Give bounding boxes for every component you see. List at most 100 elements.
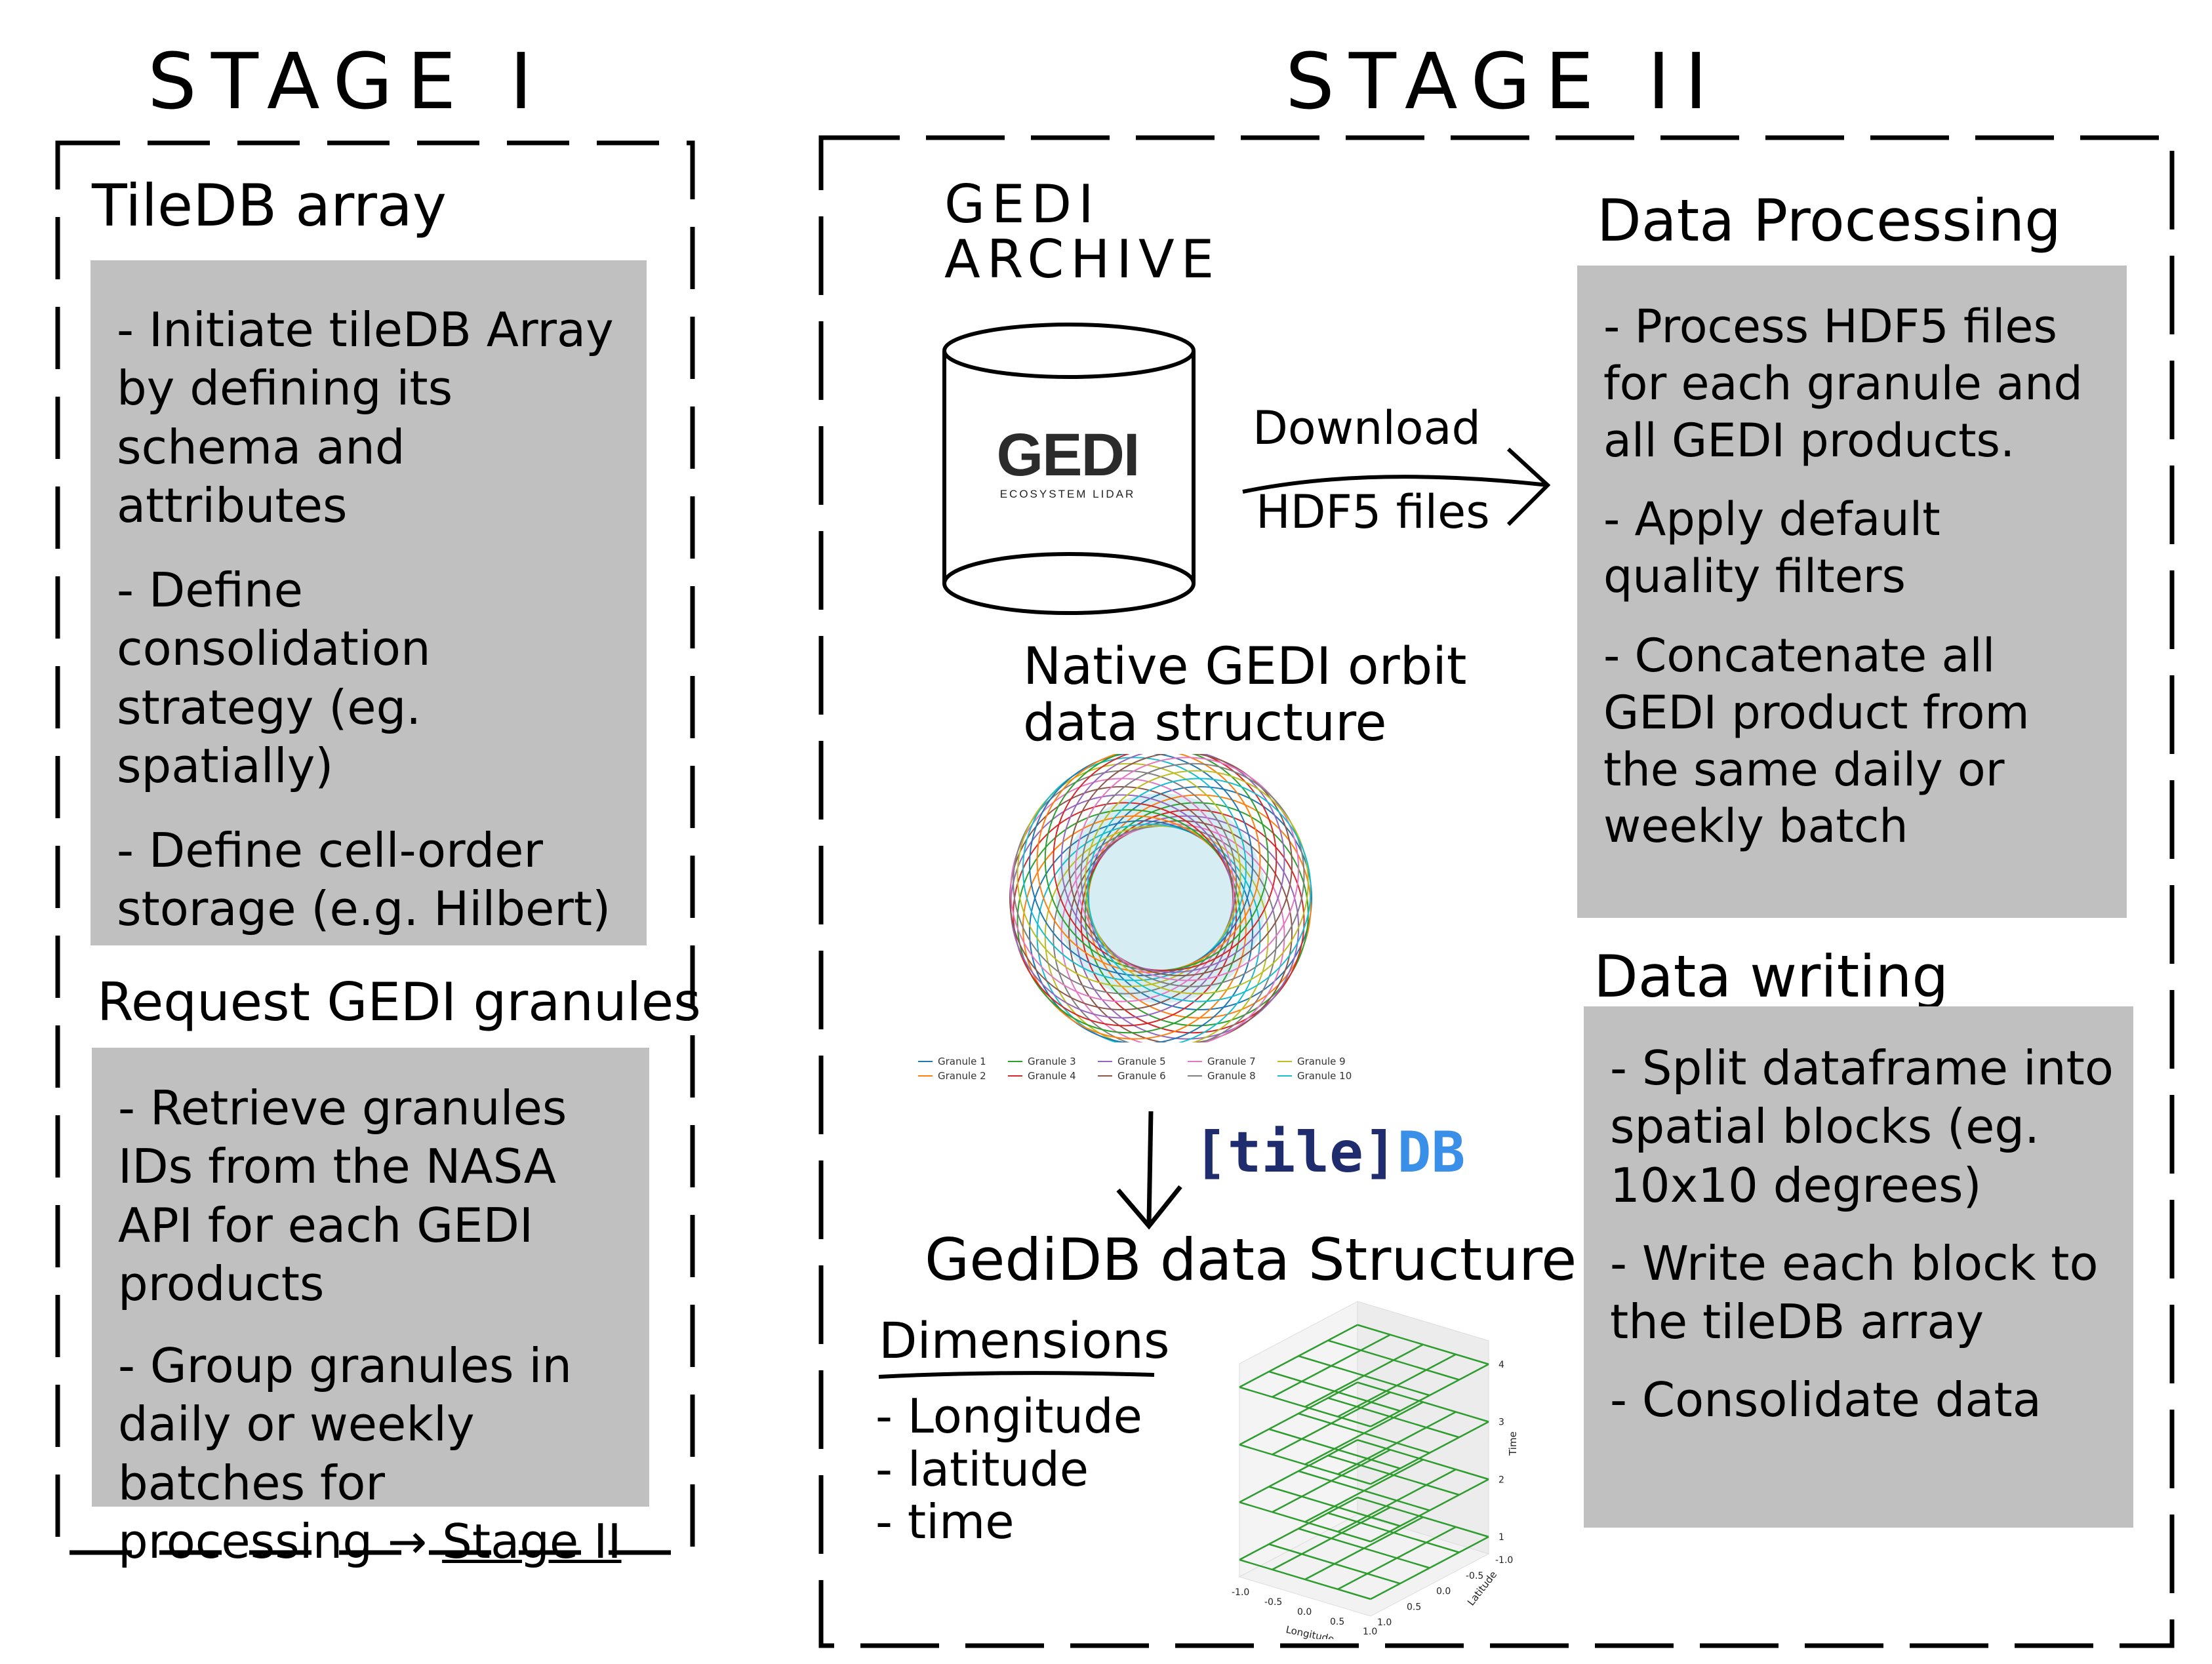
archive-label-line2: ARCHIVE <box>944 229 1221 290</box>
orbit-ring <box>1075 757 1300 981</box>
legend-label: Granule 7 <box>1207 1056 1256 1067</box>
grid-line <box>1337 1469 1457 1533</box>
legend-label: Granule 9 <box>1297 1056 1346 1067</box>
x-tick-label: 0.5 <box>1330 1617 1344 1627</box>
legend-item: Granule 4 <box>1008 1070 1098 1082</box>
legend-label: Granule 5 <box>1117 1056 1166 1067</box>
native-structure-line2: data structure <box>1023 693 1387 753</box>
native-structure-line1: Native GEDI orbit <box>1023 637 1467 696</box>
legend-item: Granule 9 <box>1277 1056 1367 1067</box>
tiledb-logo-part1: [tile] <box>1194 1120 1398 1185</box>
native-structure-label: Native GEDI orbit data structure <box>1023 639 1466 752</box>
grid-line <box>1370 1478 1489 1543</box>
grid-line <box>1357 1324 1489 1365</box>
legend-label: Granule 10 <box>1297 1070 1352 1082</box>
grid-line <box>1357 1439 1489 1480</box>
archive-label-line1: GEDI <box>944 174 1100 235</box>
dimension-time: - time <box>875 1494 1015 1550</box>
request-granules-panel: - Retrieve granules IDs from the NASA AP… <box>92 1048 649 1569</box>
grid-line <box>1298 1528 1430 1569</box>
gedi-logo-text: GEDI <box>996 422 1140 488</box>
tiledb-array-item-1: - Initiate tileDB Array by defining its … <box>117 302 614 533</box>
legend-swatch <box>1008 1061 1022 1062</box>
legend-label: Granule 4 <box>1028 1070 1076 1082</box>
y-tick-label: 0.0 <box>1436 1587 1451 1597</box>
grid-line <box>1370 1421 1489 1485</box>
tiledb-array-heading: TileDB array <box>92 172 447 239</box>
z-axis-label: Time <box>1507 1431 1519 1456</box>
x-tick-label: 1.0 <box>1363 1627 1377 1637</box>
data-writing-item-1: - Split dataframe into spatial blocks (e… <box>1610 1040 2114 1213</box>
data-writing-item-2: - Write each block to the tileDB array <box>1610 1235 2099 1350</box>
grid-line <box>1370 1535 1489 1600</box>
x-tick-label: 0.0 <box>1297 1607 1312 1617</box>
y-tick-label: 0.5 <box>1407 1602 1421 1612</box>
legend-label: Granule 6 <box>1117 1070 1166 1082</box>
legend-swatch <box>1277 1075 1292 1077</box>
legend-label: Granule 8 <box>1207 1070 1256 1082</box>
hdf5-files-label: HDF5 files <box>1256 485 1490 539</box>
grid-line <box>1327 1339 1460 1381</box>
orbit-ring <box>1060 823 1285 1042</box>
legend-item: Granule 7 <box>1188 1056 1277 1067</box>
arrow-right-icon: → <box>387 1513 428 1569</box>
orbit-ring <box>1053 754 1277 972</box>
orbit-ring <box>1013 770 1237 995</box>
request-granules-item-1: - Retrieve granules IDs from the NASA AP… <box>118 1080 567 1311</box>
dimension-longitude: - Longitude <box>875 1389 1142 1444</box>
legend-item: Granule 2 <box>918 1070 1008 1082</box>
grid-line <box>1337 1353 1457 1417</box>
orbit-ring <box>1080 763 1305 987</box>
grid-line <box>1327 1454 1460 1496</box>
data-processing-item-3: - Concatenate all GEDI product from the … <box>1603 628 2030 854</box>
download-arrow-icon <box>1242 447 1551 526</box>
grid-line <box>1327 1512 1460 1553</box>
tiledb-logo: [tile]DB <box>1194 1124 1465 1181</box>
grid-line <box>1298 1355 1430 1397</box>
orbit-ring <box>1029 820 1253 1042</box>
orbit-ring <box>1036 754 1261 973</box>
orbit-ring <box>1036 823 1261 1042</box>
orbit-ring <box>1087 778 1312 1002</box>
legend-item: Granule 6 <box>1098 1070 1188 1082</box>
grid-line <box>1357 1496 1489 1538</box>
z-tick-label: 1 <box>1498 1532 1504 1543</box>
request-granules-heading: Request GEDI granules <box>97 972 701 1033</box>
tiledb-array-item-3: - Define cell-order storage (e.g. Hilber… <box>117 823 611 937</box>
download-label: Download <box>1253 401 1481 455</box>
orbit-ring <box>1016 763 1241 987</box>
orbit-ring <box>1016 809 1241 1034</box>
gedi-logo-sub: ECOSYSTEM LIDAR <box>999 488 1136 500</box>
stage1-title: STAGE I <box>148 36 547 127</box>
legend-swatch <box>918 1075 933 1077</box>
tiledb-array-panel: - Initiate tileDB Array by defining its … <box>90 260 647 945</box>
legend-swatch <box>1277 1061 1292 1062</box>
legend-item: Granule 1 <box>918 1056 1008 1067</box>
grid-layers <box>1239 1324 1489 1600</box>
x-axis-label: Longitude <box>1285 1623 1335 1639</box>
archive-label: GEDI ARCHIVE <box>944 177 1220 287</box>
data-writing-heading: Data writing <box>1594 943 1949 1010</box>
x-tick-label: -1.0 <box>1232 1587 1249 1598</box>
data-processing-item-1: - Process HDF5 files for each granule an… <box>1603 300 2083 467</box>
database-cylinder-icon <box>942 323 1196 615</box>
grid-line <box>1298 1470 1430 1511</box>
grid-line <box>1370 1363 1489 1427</box>
dimensions-underline <box>878 1371 1155 1379</box>
stage2-title: STAGE II <box>1285 36 1722 127</box>
data-writing-panel: - Split dataframe into spatial blocks (e… <box>1584 1006 2133 1528</box>
legend-item: Granule 10 <box>1277 1070 1367 1082</box>
orbit-rings <box>1009 754 1312 1042</box>
z-tick-label: 3 <box>1498 1417 1504 1428</box>
legend-swatch <box>1188 1075 1202 1077</box>
stage1-frame <box>55 140 695 1555</box>
legend-item: Granule 5 <box>1098 1056 1188 1067</box>
stage2-frame <box>818 135 2175 1648</box>
orbit-ring <box>1068 754 1293 976</box>
data-processing-item-2: - Apply default quality filters <box>1603 492 1941 604</box>
orbit-ring <box>1044 825 1269 1042</box>
y-tick-label: -1.0 <box>1495 1555 1513 1566</box>
legend-swatch <box>918 1061 933 1062</box>
